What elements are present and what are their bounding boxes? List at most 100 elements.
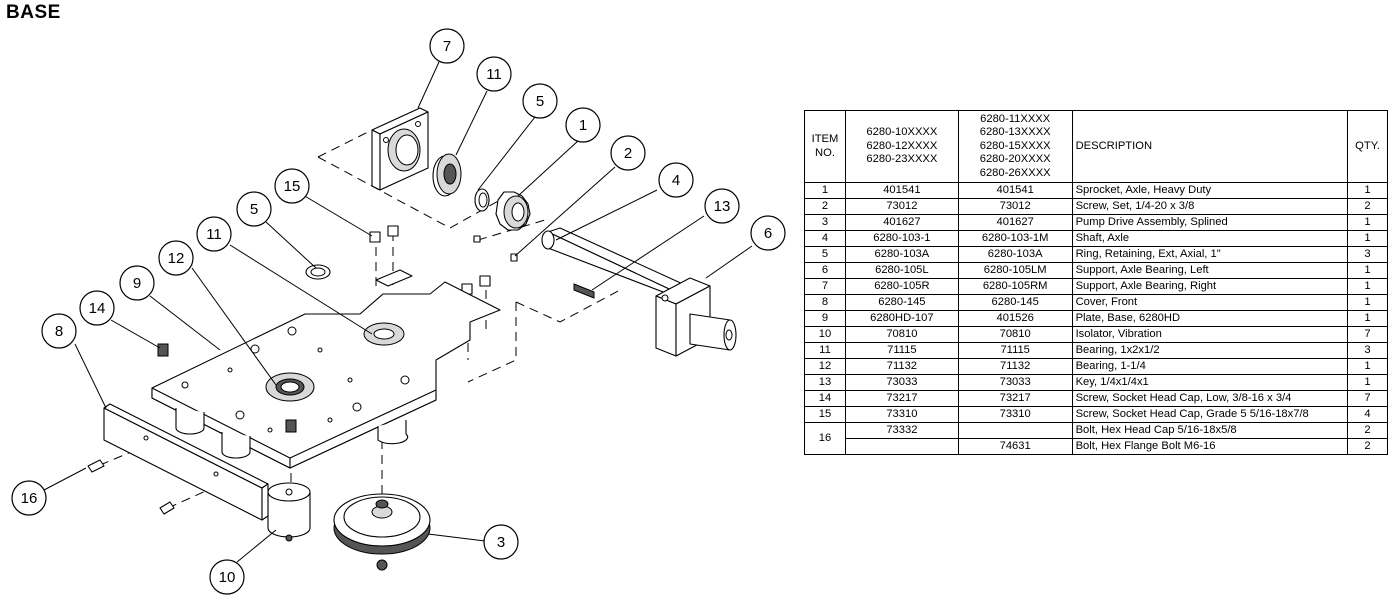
callout-3-label: 3 xyxy=(497,534,505,551)
part-5-retaining-ring-upper xyxy=(474,188,490,212)
cell-part-b: 401526 xyxy=(957,310,1073,327)
cell-part-b: 401541 xyxy=(957,182,1073,199)
cell-description: Ring, Retaining, Ext, Axial, 1" xyxy=(1071,246,1349,263)
cell-part-b: 70810 xyxy=(957,326,1073,343)
cell-qty: 7 xyxy=(1347,390,1388,407)
cell-part-b: 71115 xyxy=(957,342,1073,359)
cell-item: 13 xyxy=(804,374,846,391)
cell-item: 16 xyxy=(804,422,846,455)
cell-description: Cover, Front xyxy=(1071,294,1349,311)
callout-7-label: 7 xyxy=(443,38,451,55)
callout-12-label: 12 xyxy=(168,250,185,267)
cell-part-b: 73217 xyxy=(957,390,1073,407)
part-7-support-axle-bearing-right xyxy=(371,107,429,191)
callout-13-label: 13 xyxy=(714,198,731,215)
callout-5-upper: 5 xyxy=(522,83,558,119)
cell-part-b: 71132 xyxy=(957,358,1073,375)
cell-description: Key, 1/4x1/4x1 xyxy=(1071,374,1349,391)
cell-part-b: 401627 xyxy=(957,214,1073,231)
part-15-socket-head-screws xyxy=(369,225,491,295)
header-description: DESCRIPTION xyxy=(1071,110,1349,183)
cell-item: 4 xyxy=(804,230,846,247)
cell-item: 3 xyxy=(804,214,846,231)
cell-qty: 1 xyxy=(1347,358,1388,375)
callout-6-label: 6 xyxy=(764,225,772,242)
callout-2-label: 2 xyxy=(624,145,632,162)
callout-11-upper: 11 xyxy=(476,56,512,92)
cell-part-b: 6280-103-1M xyxy=(957,230,1073,247)
cell-item: 14 xyxy=(804,390,846,407)
cell-part-b: 6280-105LM xyxy=(957,262,1073,279)
callout-11-lower: 11 xyxy=(196,216,232,252)
part-3-pump-drive-pulley xyxy=(333,493,431,571)
cell-description: Bolt, Hex Head Cap 5/16-18x5/8 xyxy=(1071,422,1349,439)
part-6-support-axle-bearing-left xyxy=(655,277,737,357)
cell-qty: 3 xyxy=(1347,246,1388,263)
cell-part-a: 6280-105L xyxy=(844,262,959,279)
cell-part-a: 73332 xyxy=(844,422,959,439)
cell-part-a: 71132 xyxy=(844,358,959,375)
cell-qty: 1 xyxy=(1347,262,1388,279)
callout-5-lower-label: 5 xyxy=(250,201,258,218)
callout-12: 12 xyxy=(158,240,194,276)
callout-4-label: 4 xyxy=(672,172,680,189)
callout-16-label: 16 xyxy=(21,490,38,507)
cell-item: 10 xyxy=(804,326,846,343)
cell-part-a: 73310 xyxy=(844,406,959,423)
cell-part-a: 401627 xyxy=(844,214,959,231)
callout-15: 15 xyxy=(274,168,310,204)
cell-part-b: 6280-103A xyxy=(957,246,1073,263)
callout-8-label: 8 xyxy=(55,323,63,340)
cell-description: Pump Drive Assembly, Splined xyxy=(1071,214,1349,231)
part-4-shaft-axle xyxy=(541,227,697,301)
cell-item: 12 xyxy=(804,358,846,375)
callout-6: 6 xyxy=(750,215,786,251)
callout-14-label: 14 xyxy=(89,300,106,317)
cell-qty: 1 xyxy=(1347,214,1388,231)
callout-1: 1 xyxy=(565,107,601,143)
part-10-vibration-isolators xyxy=(175,408,409,542)
cell-description: Sprocket, Axle, Heavy Duty xyxy=(1071,182,1349,199)
cell-description: Screw, Socket Head Cap, Grade 5 5/16-18x… xyxy=(1071,406,1349,423)
cell-description: Support, Axle Bearing, Left xyxy=(1071,262,1349,279)
cell-part-a: 401541 xyxy=(844,182,959,199)
cell-description: Bolt, Hex Flange Bolt M6-16 xyxy=(1071,438,1349,455)
callout-leader-lines xyxy=(43,61,753,563)
cell-description: Support, Axle Bearing, Right xyxy=(1071,278,1349,295)
callout-4: 4 xyxy=(658,162,694,198)
cell-part-b: 74631 xyxy=(957,438,1073,455)
header-qty: QTY. xyxy=(1347,110,1388,183)
cell-item: 5 xyxy=(804,246,846,263)
bill-of-materials-table: ITEM NO. 6280-10XXXX 6280-12XXXX 6280-23… xyxy=(804,110,1388,455)
callout-13: 13 xyxy=(704,188,740,224)
cell-qty: 1 xyxy=(1347,230,1388,247)
callout-8: 8 xyxy=(41,313,77,349)
callout-10-label: 10 xyxy=(219,569,236,586)
cell-qty: 1 xyxy=(1347,374,1388,391)
callout-9-label: 9 xyxy=(133,275,141,292)
cell-qty: 3 xyxy=(1347,342,1388,359)
callout-11-lower-label: 11 xyxy=(206,226,222,243)
cell-part-b: 6280-145 xyxy=(957,294,1073,311)
cell-part-a: 73012 xyxy=(844,198,959,215)
cell-description: Bearing, 1-1/4 xyxy=(1071,358,1349,375)
table-row-16b: 74631 Bolt, Hex Flange Bolt M6-16 2 xyxy=(805,438,1388,455)
bom-header-row: ITEM NO. 6280-10XXXX 6280-12XXXX 6280-23… xyxy=(804,110,1388,183)
cell-part-a: 6280-105R xyxy=(844,278,959,295)
header-part-number-a: 6280-10XXXX 6280-12XXXX 6280-23XXXX xyxy=(844,110,959,183)
cell-part-b: 73310 xyxy=(957,406,1073,423)
cell-part-a: 73033 xyxy=(844,374,959,391)
cell-part-a: 6280-145 xyxy=(844,294,959,311)
cell-description: Screw, Socket Head Cap, Low, 3/8-16 x 3/… xyxy=(1071,390,1349,407)
cell-part-b: 73012 xyxy=(957,198,1073,215)
cell-part-a: 6280-103A xyxy=(844,246,959,263)
